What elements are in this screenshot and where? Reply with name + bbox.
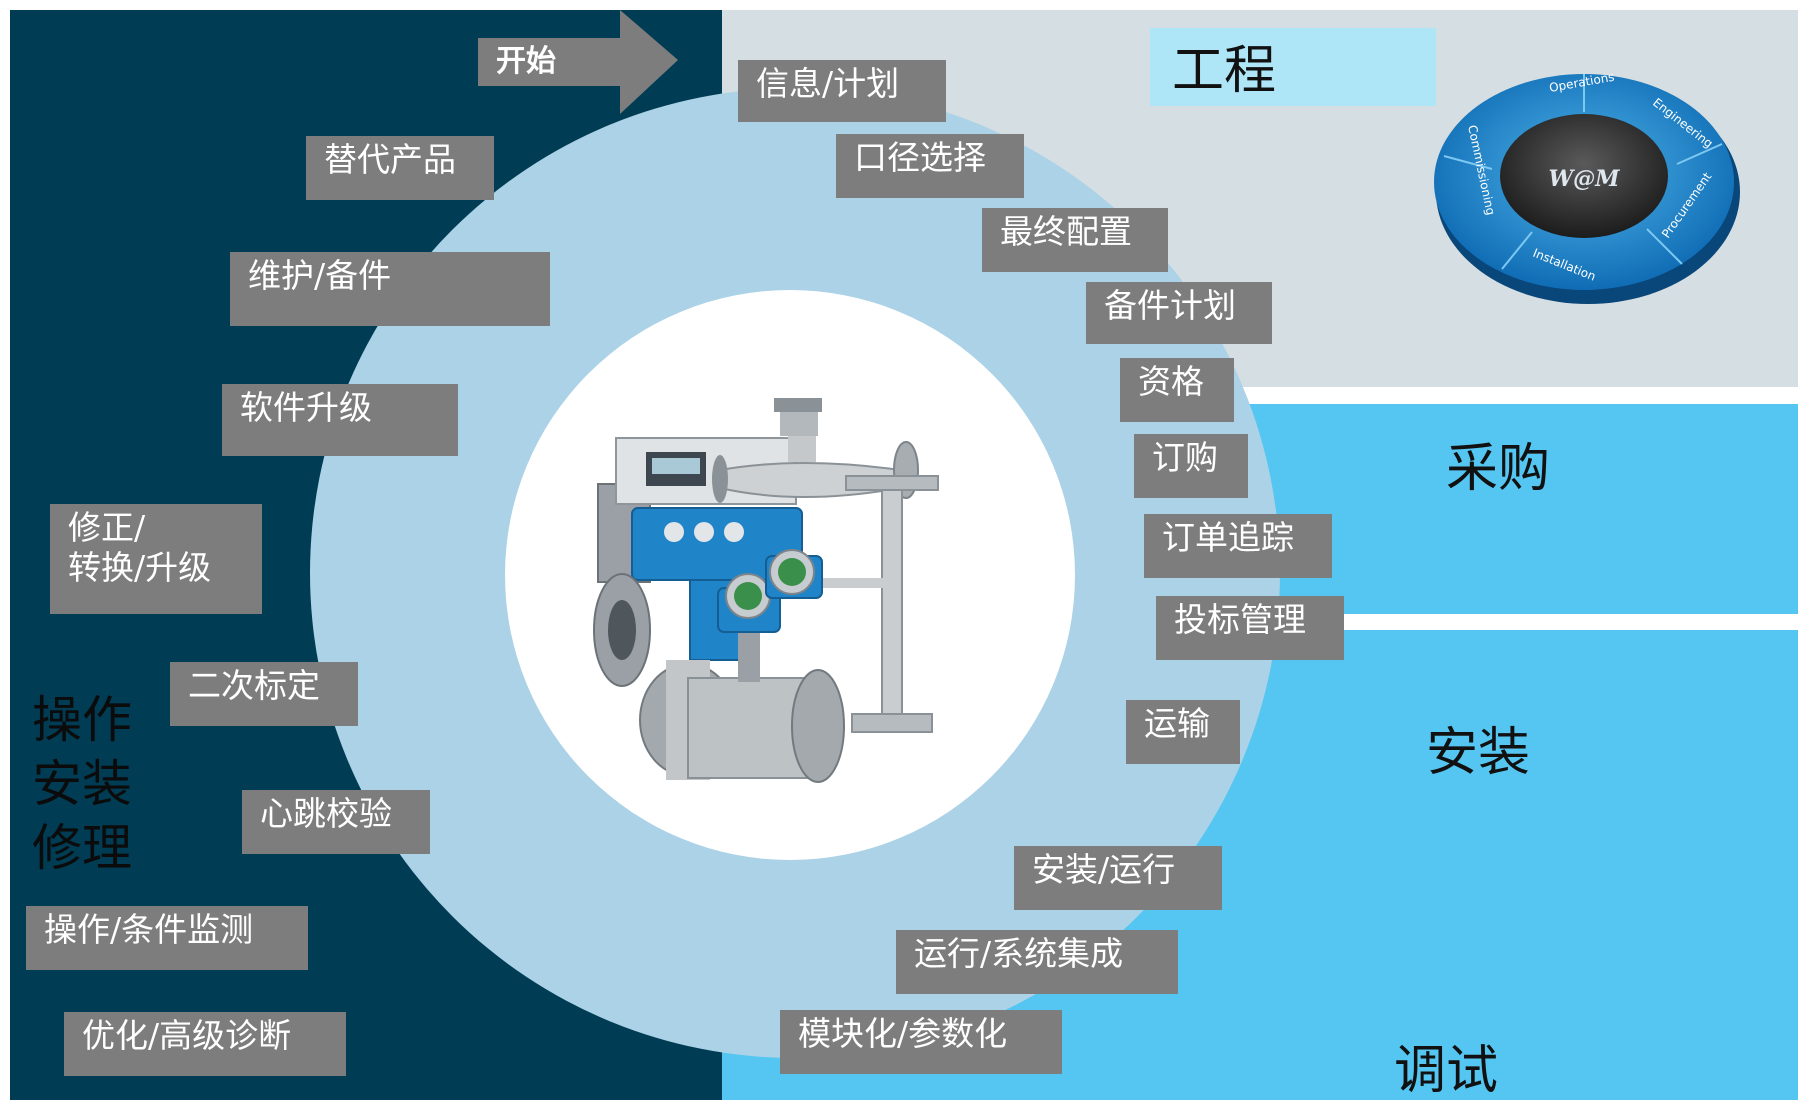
step-software-upgrade: 软件升级 — [222, 384, 458, 456]
step-final-config: 最终配置 — [982, 208, 1168, 272]
step-label: 替代产品 — [324, 140, 456, 179]
step-modular-parameterization: 模块化/参数化 — [780, 1010, 1062, 1074]
step-system-integration: 运行/系统集成 — [896, 930, 1178, 994]
vortex-flowmeter-icon — [639, 573, 845, 783]
wm-lifecycle-badge: W@M Operations Engineering Procurement I… — [1434, 70, 1740, 304]
step-size-selection: 口径选择 — [836, 134, 1024, 198]
step-label: 备件计划 — [1104, 286, 1236, 325]
step-condition-monitoring: 操作/条件监测 — [26, 906, 308, 970]
step-label: 软件升级 — [240, 388, 372, 427]
step-tender-management: 投标管理 — [1156, 596, 1344, 660]
step-label: 信息/计划 — [756, 64, 900, 103]
section-installation: 安装 — [1426, 723, 1531, 783]
step-label: 转换/升级 — [68, 547, 212, 587]
step-label: 运输 — [1144, 704, 1210, 743]
step-label: 修正/ — [68, 508, 146, 547]
start-label: 开始 — [496, 44, 556, 79]
step-correction-conversion: 修正/ 转换/升级 — [50, 504, 262, 614]
step-label: 最终配置 — [1000, 212, 1132, 251]
section-engineering: 工程 — [1172, 41, 1277, 101]
step-secondary-calibration: 二次标定 — [170, 662, 358, 726]
step-label: 心跳校验 — [260, 794, 392, 833]
step-label: 二次标定 — [188, 666, 320, 705]
section-operations: 操作 安装 修理 — [32, 688, 152, 880]
step-heartbeat-verification: 心跳校验 — [242, 790, 430, 854]
step-spare-parts-plan: 备件计划 — [1086, 282, 1272, 344]
section-procurement: 采购 — [1446, 439, 1551, 499]
step-label: 安装/运行 — [1032, 850, 1176, 889]
step-order: 订购 — [1134, 434, 1248, 498]
badge-center — [1500, 114, 1668, 238]
step-info-plan: 信息/计划 — [738, 60, 946, 122]
step-label: 模块化/参数化 — [798, 1014, 1008, 1053]
start-arrow-icon — [478, 10, 678, 114]
engineering-title-background — [1150, 28, 1436, 106]
step-label: 订单追踪 — [1162, 518, 1294, 557]
step-order-tracking: 订单追踪 — [1144, 514, 1332, 578]
step-label: 口径选择 — [854, 138, 986, 177]
step-label: 订购 — [1152, 438, 1218, 477]
section-operations-line: 操作 — [32, 691, 132, 749]
step-label: 资格 — [1138, 362, 1204, 401]
step-label: 运行/系统集成 — [914, 934, 1124, 973]
step-install-run: 安装/运行 — [1014, 846, 1222, 910]
step-advanced-diagnostics: 优化/高级诊断 — [64, 1012, 346, 1076]
section-operations-line: 安装 — [32, 755, 132, 813]
step-label: 操作/条件监测 — [44, 910, 254, 949]
step-shipping: 运输 — [1126, 700, 1240, 764]
step-replacement-product: 替代产品 — [306, 136, 494, 200]
step-maintenance-spares: 维护/备件 — [230, 252, 550, 326]
step-qualification: 资格 — [1120, 358, 1234, 422]
badge-center-label: W@M — [1548, 166, 1620, 192]
step-label: 投标管理 — [1174, 600, 1306, 639]
flowmeter-products-illustration — [593, 398, 939, 783]
section-commissioning: 调试 — [1394, 1041, 1499, 1101]
section-operations-line: 修理 — [32, 819, 132, 877]
step-label: 维护/备件 — [248, 256, 392, 295]
step-label: 优化/高级诊断 — [82, 1016, 292, 1055]
pressure-transmitter-icon — [765, 475, 939, 733]
